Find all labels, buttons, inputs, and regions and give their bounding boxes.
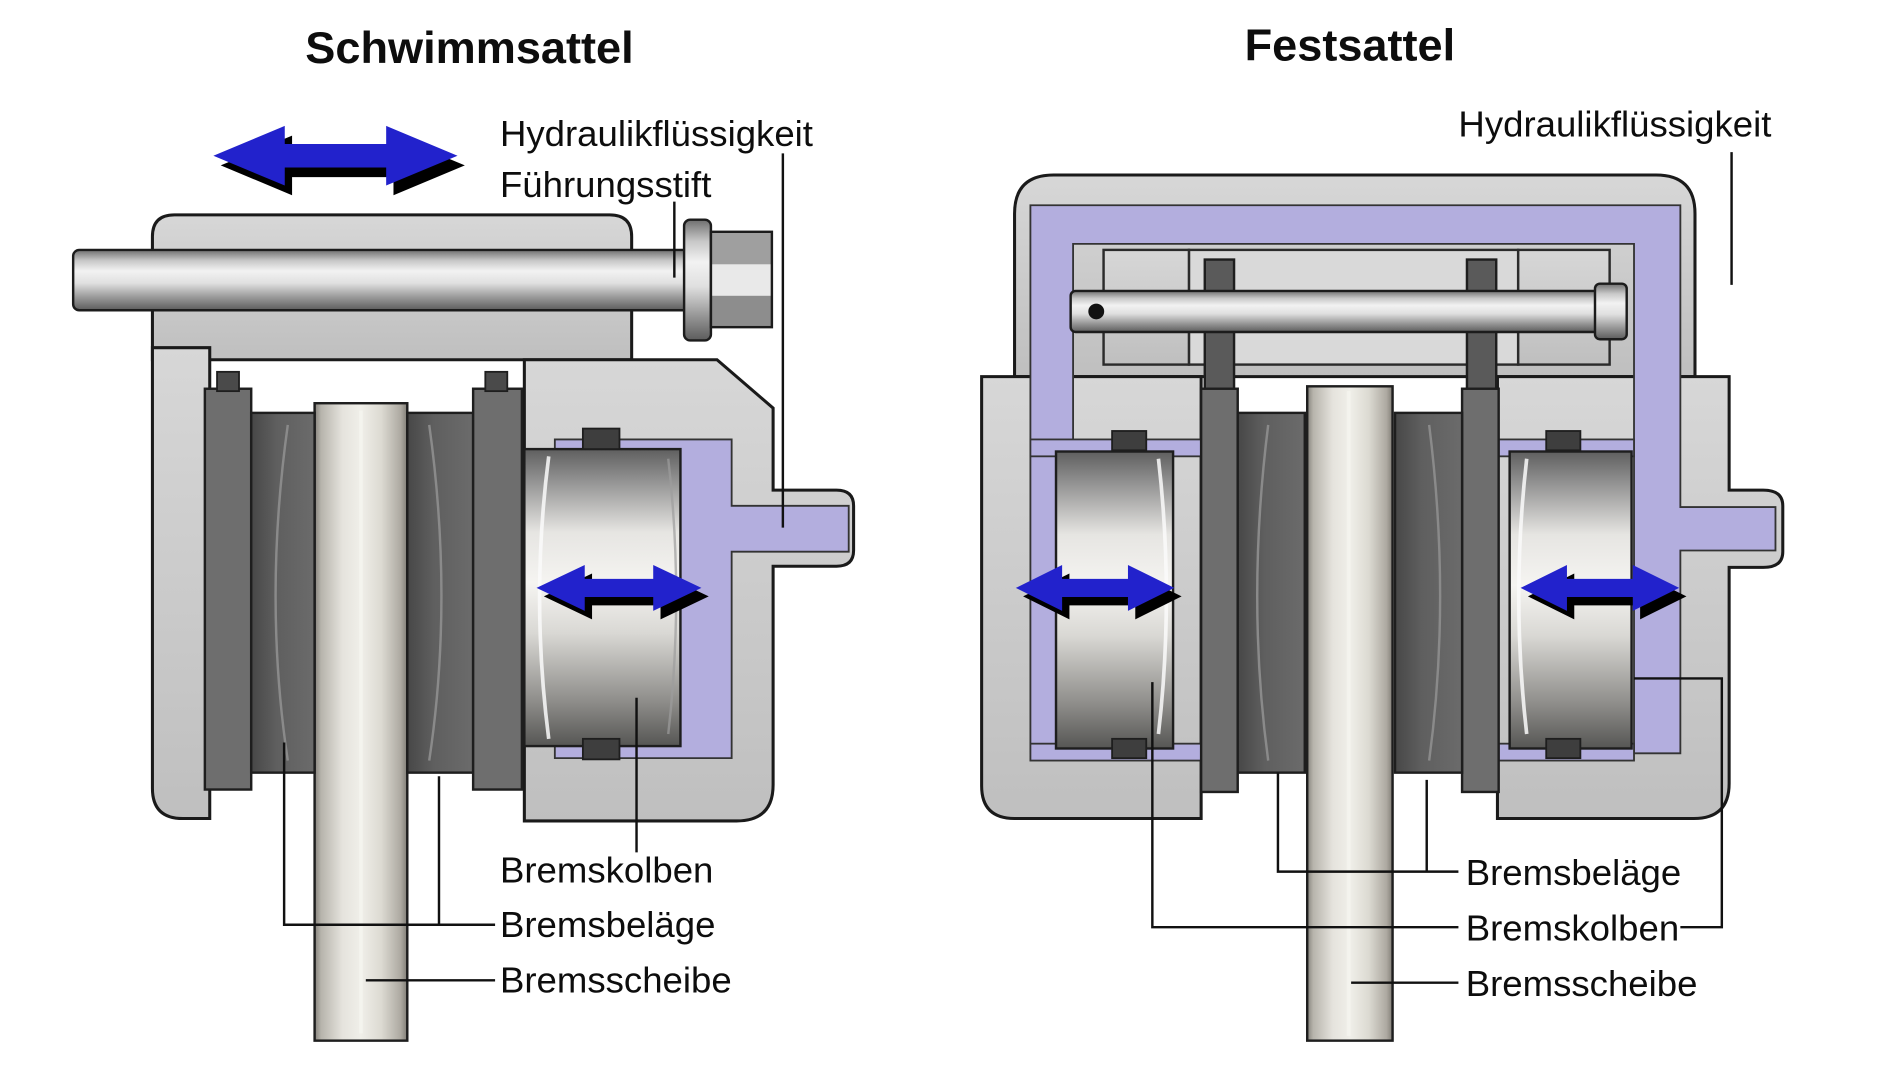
brake-pad-right-fixed-face bbox=[1427, 424, 1442, 761]
label-hydraulic-left: Hydraulikflüssigkeit bbox=[500, 113, 813, 154]
retaining-pin bbox=[1069, 289, 1624, 334]
brake-piston-rim bbox=[537, 456, 551, 740]
seal-left-bottom bbox=[1111, 737, 1148, 760]
brake-pad-left bbox=[249, 411, 316, 774]
guide-pin bbox=[71, 248, 694, 312]
label-pads-right: Bremsbeläge bbox=[1466, 852, 1681, 893]
pad-backing-right bbox=[471, 387, 524, 791]
brake-pad-left-fixed-face bbox=[1256, 424, 1270, 761]
guide-pin-flange bbox=[682, 218, 713, 342]
brake-pad-right-face bbox=[428, 424, 443, 761]
label-pads-left: Bremsbeläge bbox=[500, 904, 715, 945]
guide-pin-hex-mid bbox=[710, 264, 772, 296]
brake-pad-left-face bbox=[274, 424, 289, 761]
leader-pads-right bbox=[1276, 772, 1459, 873]
guide-pin-hex-bottom bbox=[710, 295, 772, 328]
brake-pad-right-fixed bbox=[1393, 411, 1464, 774]
piston-seal-top bbox=[581, 427, 621, 451]
pad-backing-left-tab bbox=[216, 370, 240, 393]
leader-pads-left bbox=[282, 742, 496, 926]
label-piston-right: Bremskolben bbox=[1466, 908, 1679, 949]
seal-left-top bbox=[1111, 430, 1148, 452]
leader-piston-right bbox=[1151, 677, 1724, 929]
label-hydraulic-right: Hydraulikflüssigkeit bbox=[1458, 104, 1771, 145]
label-disc-right: Bremsscheibe bbox=[1466, 963, 1698, 1004]
label-disc-left: Bremsscheibe bbox=[500, 960, 732, 1001]
floating-caliper-diagram: Schwimmsattel Hydraulikflüssigkeit Führu… bbox=[71, 22, 856, 1042]
right-title: Festsattel bbox=[1245, 20, 1456, 71]
label-piston-left: Bremskolben bbox=[500, 850, 713, 891]
piston-seal-bottom bbox=[581, 737, 621, 761]
retaining-pin-hole bbox=[1088, 303, 1105, 320]
left-title: Schwimmsattel bbox=[305, 22, 633, 73]
brake-pad-left-fixed bbox=[1236, 411, 1306, 774]
pad-backing-right-fixed bbox=[1460, 387, 1500, 794]
fixed-caliper-diagram: Festsattel Hydraulikflüssigkeit Bremsbel… bbox=[980, 20, 1785, 1042]
seal-right-top bbox=[1545, 430, 1582, 452]
pad-backing-left-fixed bbox=[1199, 387, 1239, 794]
retaining-pin-cap bbox=[1593, 282, 1628, 341]
pad-backing-left bbox=[203, 387, 253, 791]
guide-pin-hex-top bbox=[710, 231, 772, 265]
pad-backing-right-tab bbox=[484, 370, 509, 393]
caliper-arm bbox=[150, 346, 212, 821]
guide-pin-hex-outline bbox=[709, 230, 774, 329]
seal-right-bottom bbox=[1545, 737, 1582, 760]
piston-right-fixed-rim bbox=[1516, 458, 1529, 735]
label-guide-pin: Führungsstift bbox=[500, 164, 711, 205]
